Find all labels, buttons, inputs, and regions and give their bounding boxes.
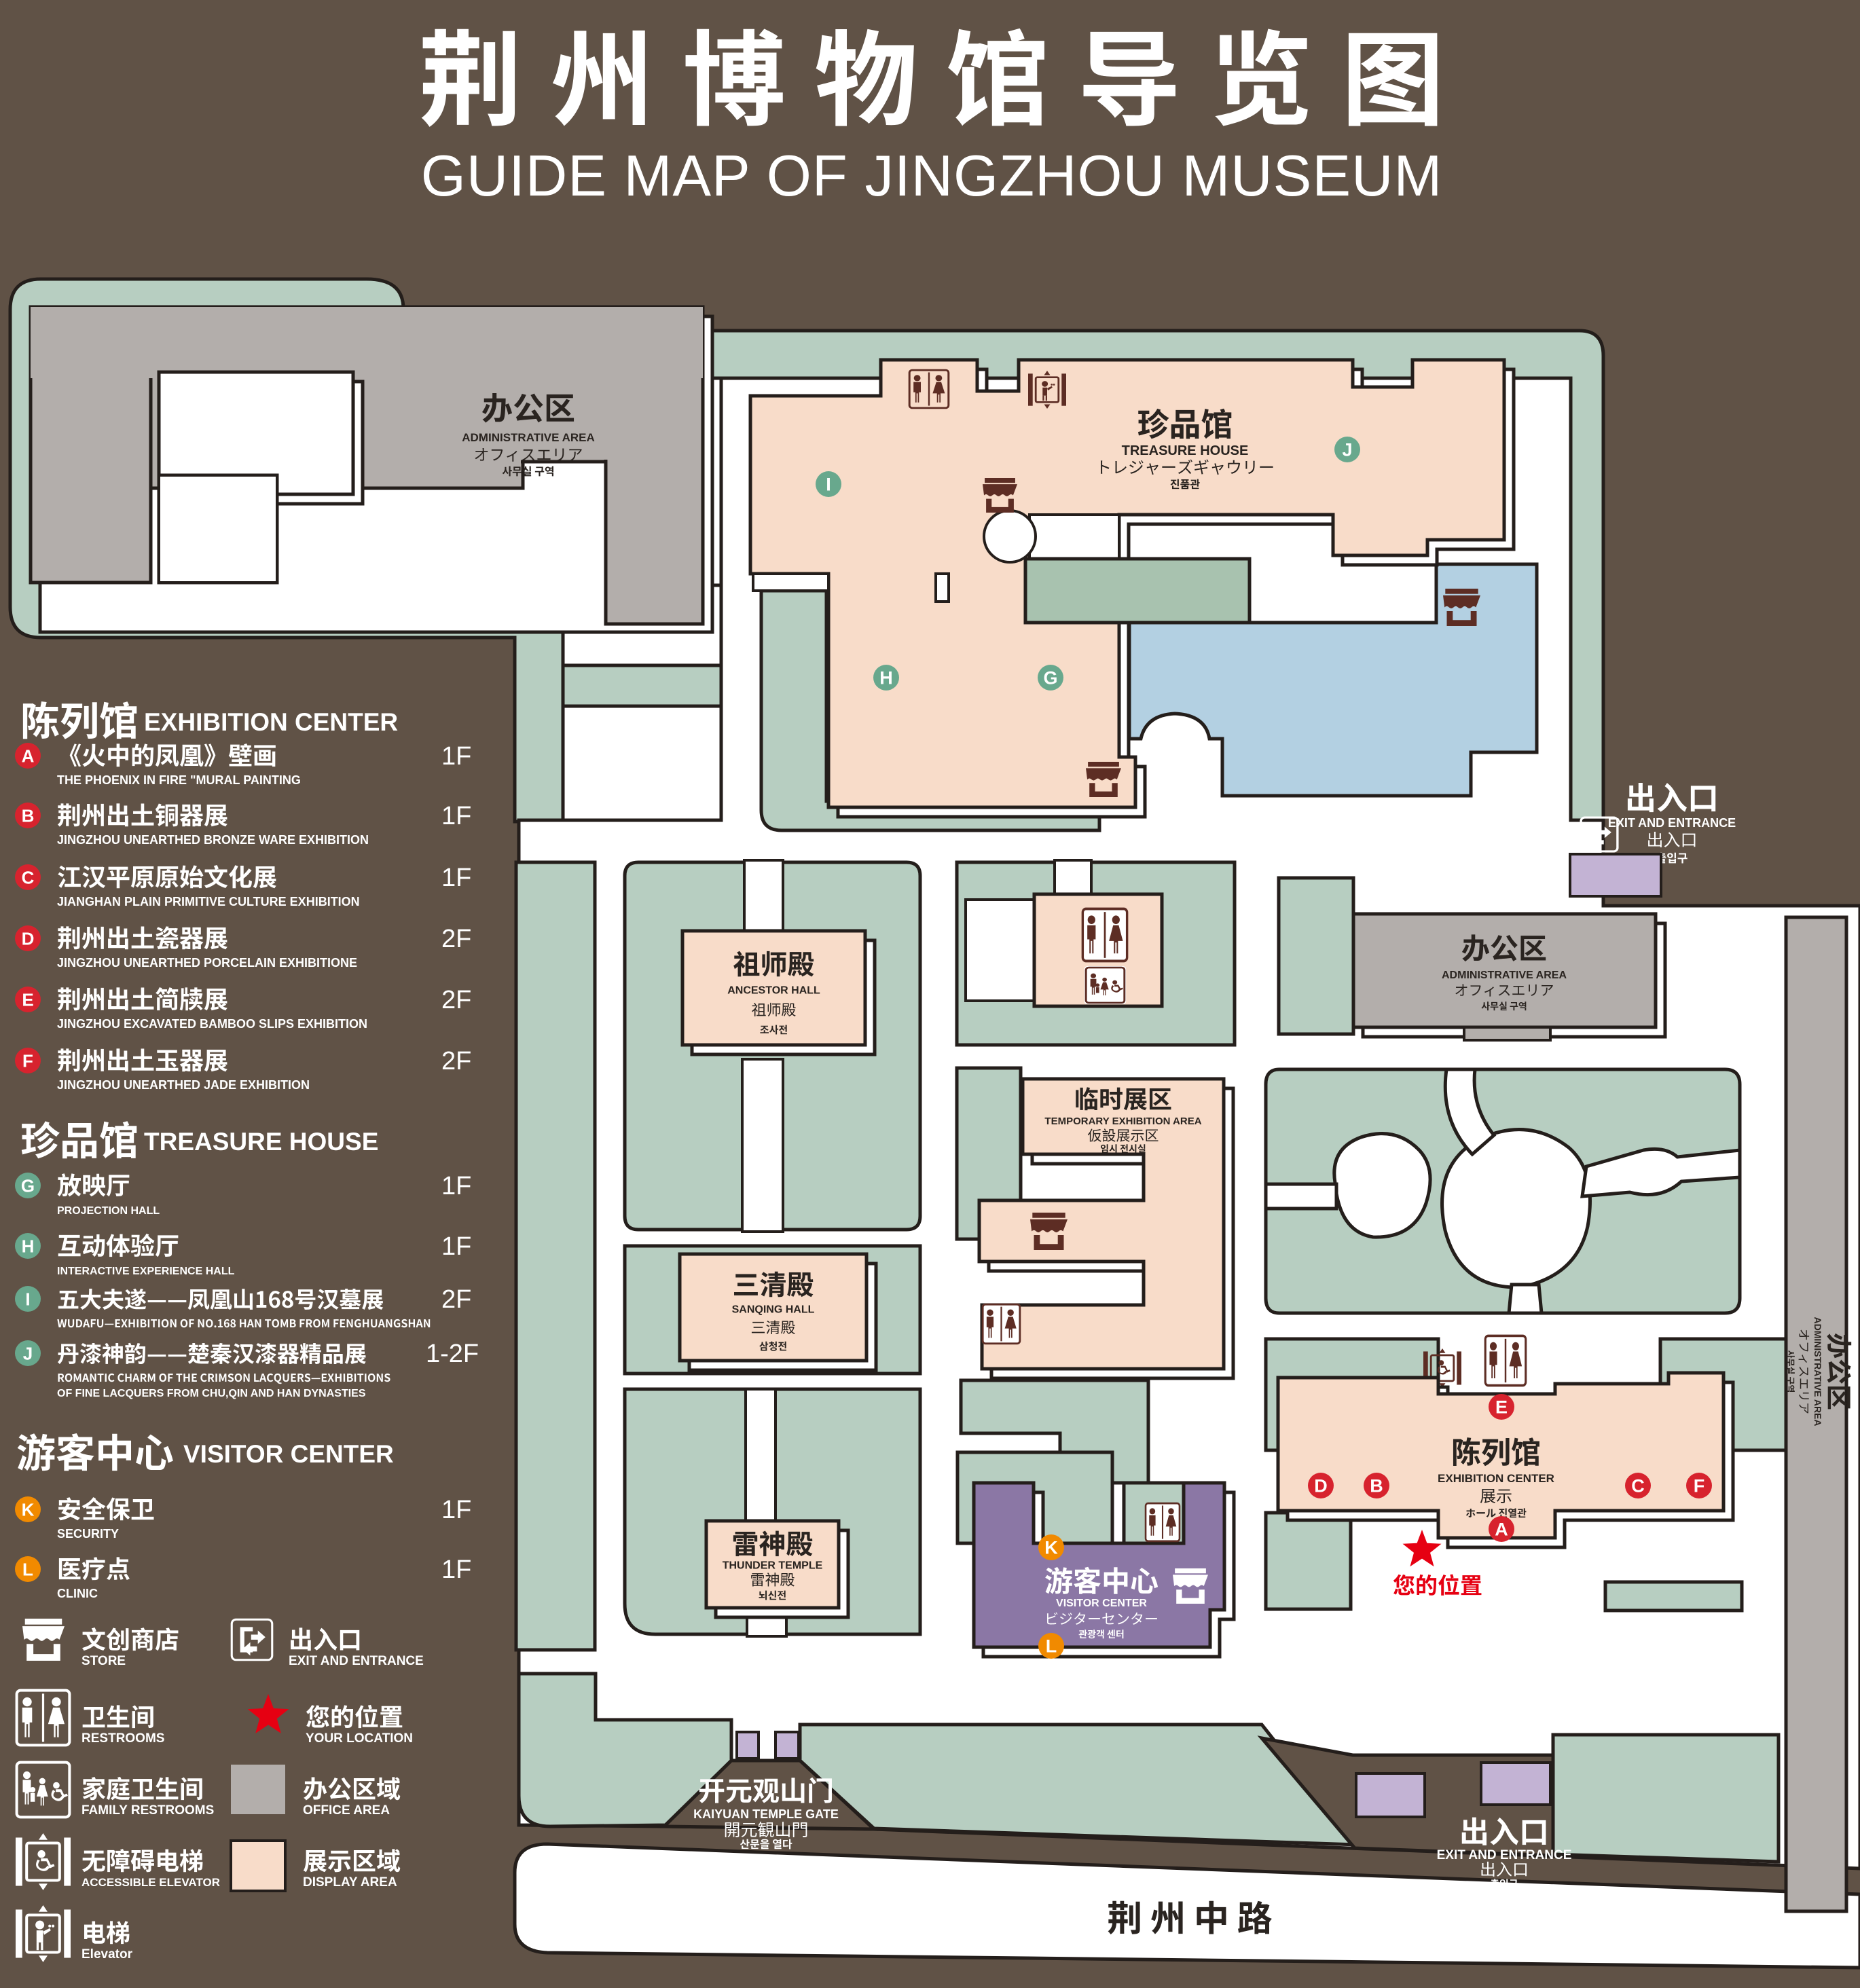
svg-text:OFFICE AREA: OFFICE AREA: [303, 1803, 390, 1818]
svg-text:2F: 2F: [441, 925, 471, 953]
svg-text:JINGZHOU UNEARTHED PORCELAIN E: JINGZHOU UNEARTHED PORCELAIN EXHIBITIONE: [57, 956, 357, 970]
svg-text:E: E: [1495, 1397, 1508, 1418]
svg-text:SANQING HALL: SANQING HALL: [732, 1304, 815, 1315]
svg-text:D: D: [22, 928, 35, 949]
svg-text:F: F: [22, 1050, 33, 1071]
svg-text:ANCESTOR HALL: ANCESTOR HALL: [727, 984, 820, 996]
svg-text:YOUR LOCATION: YOUR LOCATION: [306, 1731, 413, 1746]
svg-text:JINGZHOU UNEARTHED BRONZE WARE: JINGZHOU UNEARTHED BRONZE WARE EXHIBITIO…: [57, 833, 369, 847]
svg-text:1F: 1F: [441, 742, 471, 771]
svg-text:THUNDER TEMPLE: THUNDER TEMPLE: [723, 1560, 823, 1571]
svg-text:ADMINISTRATIVE AREA: ADMINISTRATIVE AREA: [1442, 970, 1567, 981]
svg-text:JIANGHAN PLAIN PRIMITIVE CULTU: JIANGHAN PLAIN PRIMITIVE CULTURE EXHIBIT…: [57, 895, 360, 908]
svg-text:JINGZHOU EXCAVATED BAMBOO SLIP: JINGZHOU EXCAVATED BAMBOO SLIPS EXHIBITI…: [57, 1017, 367, 1031]
svg-text:EXIT AND ENTRANCE: EXIT AND ENTRANCE: [1437, 1848, 1572, 1862]
svg-text:KAIYUAN TEMPLE GATE: KAIYUAN TEMPLE GATE: [693, 1807, 839, 1821]
svg-text:DISPLAY AREA: DISPLAY AREA: [303, 1875, 397, 1890]
svg-text:EXHIBITION CENTER: EXHIBITION CENTER: [1438, 1472, 1554, 1485]
svg-text:VISITOR CENTER: VISITOR CENTER: [1056, 1598, 1147, 1609]
svg-text:1-2F: 1-2F: [426, 1340, 479, 1368]
svg-text:F: F: [1694, 1476, 1705, 1496]
svg-text:K: K: [1044, 1538, 1058, 1558]
svg-text:K: K: [22, 1499, 35, 1520]
svg-text:2F: 2F: [441, 986, 471, 1014]
svg-text:1F: 1F: [441, 1232, 471, 1261]
svg-text:TREASURE HOUSE: TREASURE HOUSE: [144, 1128, 378, 1156]
svg-text:EXIT AND ENTRANCE: EXIT AND ENTRANCE: [289, 1654, 424, 1668]
svg-text:FAMILY RESTROOMS: FAMILY RESTROOMS: [81, 1803, 214, 1818]
svg-text:1F: 1F: [441, 864, 471, 892]
svg-text:C: C: [1631, 1476, 1645, 1496]
svg-text:VISITOR CENTER: VISITOR CENTER: [183, 1440, 394, 1468]
svg-text:B: B: [22, 805, 35, 826]
svg-text:L: L: [1046, 1636, 1057, 1657]
svg-text:JINGZHOU UNEARTHED JADE EXHIBI: JINGZHOU UNEARTHED JADE EXHIBITION: [57, 1078, 310, 1092]
svg-text:EXIT AND ENTRANCE: EXIT AND ENTRANCE: [1608, 816, 1736, 830]
svg-text:EXHIBITION CENTER: EXHIBITION CENTER: [144, 708, 398, 736]
svg-text:H: H: [879, 668, 893, 688]
svg-text:I: I: [25, 1289, 30, 1309]
svg-text:2F: 2F: [441, 1047, 471, 1075]
svg-text:PROJECTION HALL: PROJECTION HALL: [57, 1205, 160, 1217]
svg-text:ADMINISTRATIVE AREA: ADMINISTRATIVE AREA: [462, 431, 595, 444]
svg-text:C: C: [22, 867, 35, 887]
svg-text:A: A: [22, 746, 35, 766]
svg-text:RESTROOMS: RESTROOMS: [81, 1731, 164, 1746]
svg-text:1F: 1F: [441, 1172, 471, 1200]
svg-text:2F: 2F: [441, 1285, 471, 1314]
svg-text:ADMINISTRATIVE AREA: ADMINISTRATIVE AREA: [1812, 1317, 1823, 1426]
svg-text:TREASURE HOUSE: TREASURE HOUSE: [1122, 443, 1249, 458]
svg-text:INTERACTIVE EXPERIENCE HALL: INTERACTIVE EXPERIENCE HALL: [57, 1266, 235, 1277]
svg-text:Elevator: Elevator: [81, 1947, 133, 1962]
svg-text:J: J: [23, 1343, 33, 1363]
svg-text:H: H: [22, 1236, 35, 1256]
svg-text:GUIDE MAP OF JINGZHOU MUSEUM: GUIDE MAP OF JINGZHOU MUSEUM: [421, 144, 1443, 208]
svg-text:TEMPORARY EXHIBITION AREA: TEMPORARY EXHIBITION AREA: [1044, 1116, 1201, 1127]
svg-text:1F: 1F: [441, 802, 471, 830]
svg-text:A: A: [1495, 1520, 1508, 1540]
svg-text:ACCESSIBLE ELEVATOR: ACCESSIBLE ELEVATOR: [81, 1876, 220, 1889]
svg-text:SECURITY: SECURITY: [57, 1527, 119, 1541]
svg-text:1F: 1F: [441, 1556, 471, 1584]
svg-text:STORE: STORE: [81, 1654, 126, 1668]
svg-text:L: L: [22, 1559, 33, 1579]
svg-text:B: B: [1370, 1476, 1383, 1496]
svg-text:D: D: [1314, 1476, 1328, 1496]
svg-text:I: I: [826, 475, 831, 495]
svg-text:G: G: [1043, 668, 1057, 688]
svg-text:CLINIC: CLINIC: [57, 1587, 98, 1600]
svg-text:THE PHOENIX IN FIRE "MURAL PAI: THE PHOENIX IN FIRE "MURAL PAINTING: [57, 773, 301, 787]
svg-text:E: E: [22, 989, 33, 1010]
svg-text:G: G: [21, 1175, 35, 1196]
svg-text:J: J: [1342, 440, 1352, 460]
svg-text:1F: 1F: [441, 1496, 471, 1524]
svg-text:OF FINE LACQUERS FROM CHU,QIN: OF FINE LACQUERS FROM CHU,QIN AND HAN DY…: [57, 1388, 366, 1399]
